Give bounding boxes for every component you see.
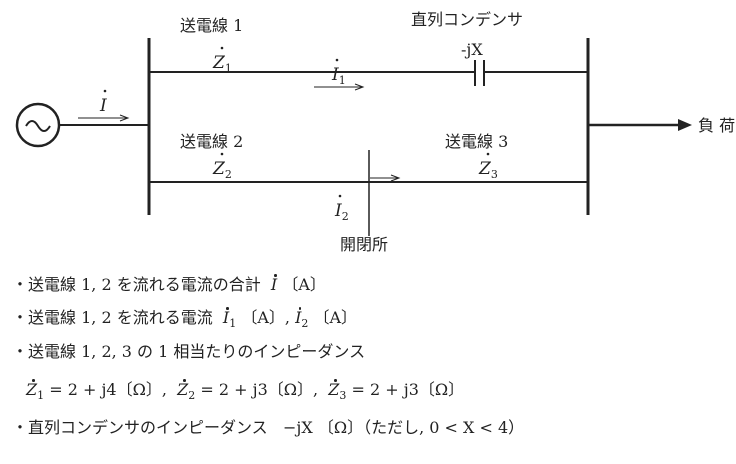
var-z1: Z <box>26 379 38 399</box>
load-arrow-head <box>678 119 692 131</box>
note-text: ・送電線 1, 2 を流れる電流の合計 <box>12 275 261 294</box>
switchyard-label: 開閉所 <box>340 235 388 254</box>
line2-label: 送電線 2 <box>180 132 243 151</box>
current1-label: I1 <box>331 65 346 87</box>
sub: 3 <box>339 389 347 403</box>
value-z3: = 2 + j3〔Ω〕 <box>351 380 465 399</box>
line1-label: 送電線 1 <box>180 16 243 35</box>
capacitor-impedance: −jX <box>282 418 313 437</box>
sub: 2 <box>188 389 196 403</box>
line3-label: 送電線 3 <box>445 132 508 151</box>
sub: 1 <box>37 389 45 403</box>
unit: 〔A〕, <box>241 308 290 327</box>
line3-impedance: Z3 <box>478 159 498 181</box>
unit: 〔A〕 <box>282 275 326 294</box>
unit: 〔A〕 <box>313 308 358 327</box>
note-text: ・送電線 1, 2 を流れる電流 <box>12 308 213 327</box>
load-label: 負 荷 <box>698 116 735 135</box>
var-i1: I <box>222 307 230 327</box>
var-i2: I <box>295 307 302 327</box>
note-impedance-heading: ・送電線 1, 2, 3 の 1 相当たりのインピーダンス <box>12 342 365 362</box>
note-text: ・送電線 1, 2, 3 の 1 相当たりのインピーダンス <box>12 342 366 361</box>
circuit-diagram: 送電線 1 Z1 送電線 2 Z2 送電線 3 Z3 直列コンデンサ -jX I… <box>15 10 735 254</box>
note-branch-currents: ・送電線 1, 2 を流れる電流 I1 〔A〕, I2 〔A〕 <box>12 307 358 334</box>
capacitor-label: 直列コンデンサ <box>411 10 523 29</box>
var-z2: Z <box>177 379 189 399</box>
line1-impedance: Z1 <box>212 53 232 75</box>
capacitor-impedance: -jX <box>461 40 483 59</box>
sub: 1 <box>229 317 237 331</box>
line2-impedance: Z2 <box>212 159 232 181</box>
current2-label: I2 <box>334 201 349 223</box>
value-z1: = 2 + j4〔Ω〕, <box>49 380 167 399</box>
ac-wave-icon <box>25 120 51 132</box>
note-total-current: ・送電線 1, 2 を流れる電流の合計 I 〔A〕 <box>12 274 326 295</box>
current-total-label: I <box>99 96 107 116</box>
note-text: ・直列コンデンサのインピーダンス <box>12 418 268 437</box>
note-capacitor: ・直列コンデンサのインピーダンス −jX 〔Ω〕（ただし, 0 < X < 4） <box>12 418 524 438</box>
var-i: I <box>270 274 278 294</box>
value-z2: = 2 + j3〔Ω〕, <box>200 380 319 399</box>
condition: 〔Ω〕（ただし, 0 < X < 4） <box>317 418 525 437</box>
sub: 2 <box>301 317 309 331</box>
var-z3: Z <box>328 379 340 399</box>
note-impedance-values: Z1 = 2 + j4〔Ω〕, Z2 = 2 + j3〔Ω〕, Z3 = 2 +… <box>26 379 465 406</box>
